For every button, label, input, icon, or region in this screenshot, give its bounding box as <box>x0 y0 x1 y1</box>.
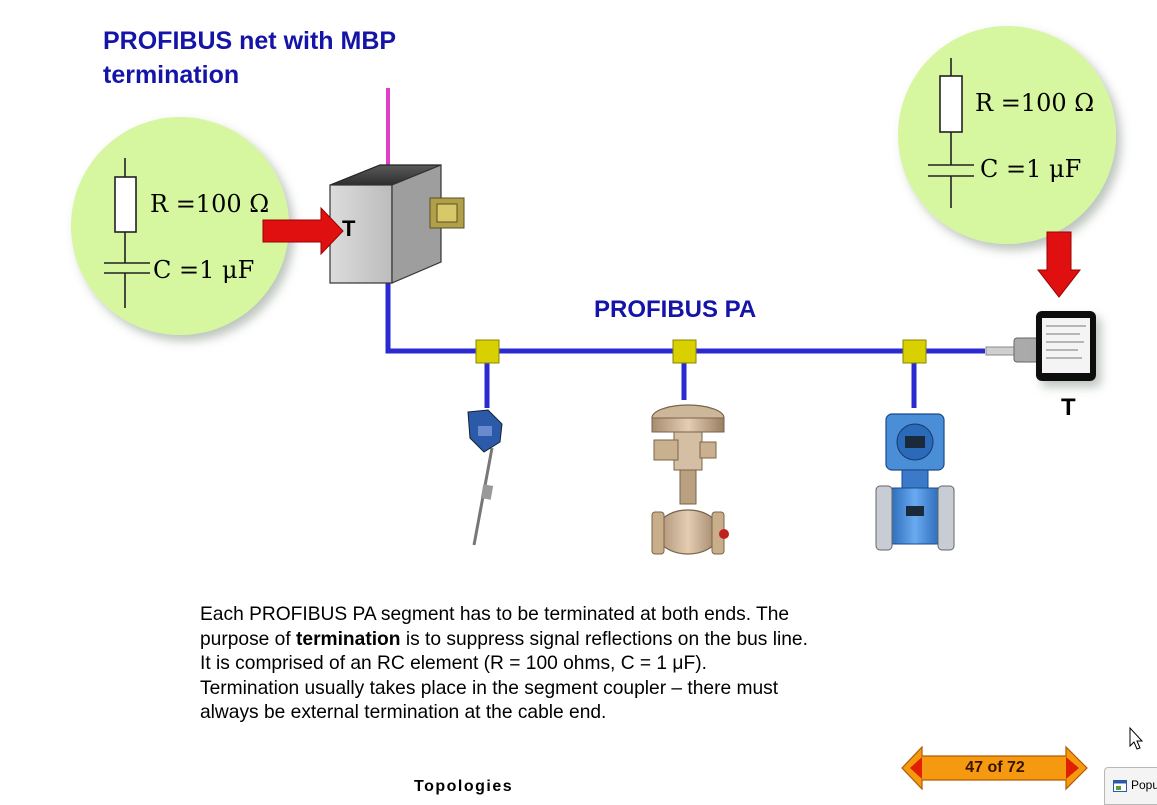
rc-right-capacitance: C =1 μF <box>980 155 1082 183</box>
control-valve <box>651 404 729 555</box>
popup-label: Popu <box>1131 778 1157 792</box>
rc-circle-left <box>71 117 289 335</box>
rc-right-resistance: R =100 Ω <box>975 89 1095 117</box>
next-slide-button[interactable] <box>1050 746 1090 790</box>
description-fragment: purpose of <box>200 628 297 650</box>
external-terminator <box>985 311 1096 381</box>
description-text: Each PROFIBUS PA segment has to be termi… <box>200 603 920 726</box>
description-line: It is comprised of an RC element (R = 10… <box>200 653 707 675</box>
slide-title-line2: termination <box>103 61 240 89</box>
arrow-to-terminator-icon <box>1036 231 1082 298</box>
description-line: Each PROFIBUS PA segment has to be termi… <box>200 604 790 625</box>
cable-end-terminator-label: T <box>1061 394 1076 421</box>
description-emphasis: termination <box>296 628 401 650</box>
pager-graphic <box>901 745 1088 791</box>
coupler-terminator-label: T <box>342 216 356 241</box>
page-counter: 47 of 72 <box>965 759 1025 776</box>
previous-slide-button[interactable] <box>900 746 940 790</box>
flow-meter <box>875 413 955 551</box>
rc-left-resistance: R =100 Ω <box>150 190 270 218</box>
arrow-to-coupler-icon <box>262 206 344 256</box>
window-icon <box>1113 780 1127 792</box>
popup-taskbar-button[interactable]: Popu <box>1104 767 1157 805</box>
section-label: Topologies <box>414 778 514 795</box>
description-line: purpose of termination is to suppress si… <box>200 628 920 653</box>
rc-circle-right <box>898 26 1116 244</box>
description-line: Termination usually takes place in the s… <box>200 677 779 699</box>
slide-pager: 47 of 72 <box>900 746 1090 790</box>
temperature-sensor <box>467 409 503 546</box>
description-fragment: is to suppress signal reflections on the… <box>400 628 808 650</box>
description-line: always be external termination at the ca… <box>200 702 607 724</box>
mouse-cursor-icon <box>1129 726 1144 750</box>
slide-title: PROFIBUS net with MBP termination <box>103 24 483 92</box>
slide-title-line1: PROFIBUS net with MBP <box>103 27 397 55</box>
rc-left-capacitance: C =1 μF <box>153 256 255 284</box>
junction-boxes <box>475 339 927 364</box>
bus-label: PROFIBUS PA <box>594 296 757 323</box>
